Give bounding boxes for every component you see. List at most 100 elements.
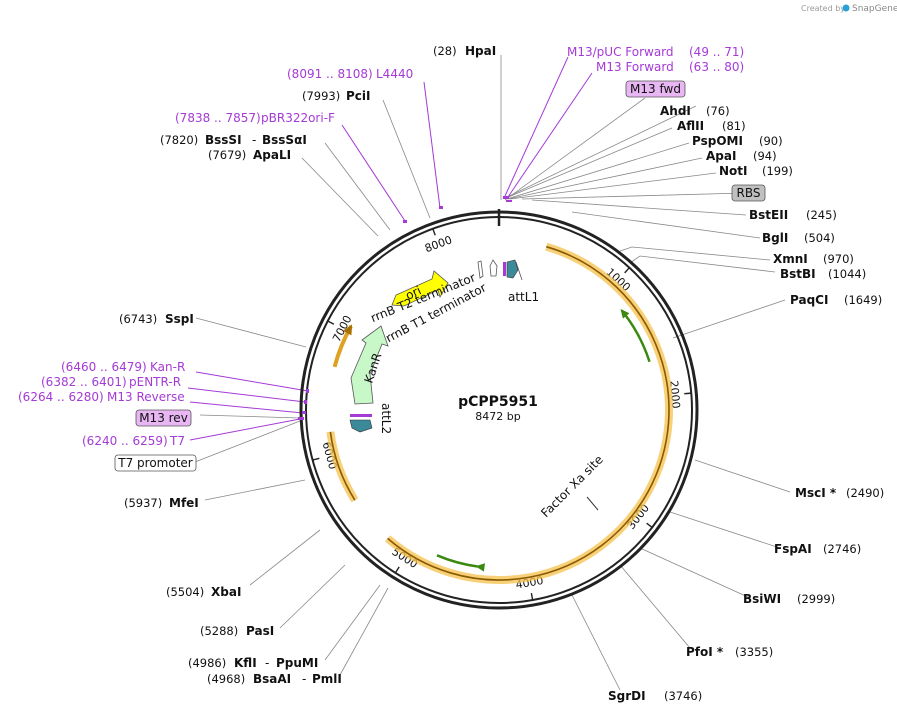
t7-pos: (6240 .. 6259) (82, 434, 168, 448)
credit-prefix: Created by (801, 4, 845, 13)
ruler-tick (327, 320, 335, 325)
m13-fwd-label: M13 fwd (630, 82, 681, 96)
msci-name[interactable]: MscI * (795, 486, 837, 500)
bstbi-name[interactable]: BstBI (780, 267, 816, 281)
t7-promoter-label: T7 promoter (117, 456, 193, 470)
bsssi-pos: (7820) (160, 133, 198, 147)
ruler-tick (646, 522, 653, 528)
kanr-feature: KanR (350, 325, 389, 405)
aflii-name[interactable]: AflII (677, 119, 704, 133)
ruler-tick (312, 457, 320, 461)
plasmid-name: pCPP5951 (458, 394, 538, 410)
ori-label: ori (403, 283, 423, 302)
bsaai-pos: (4968) (207, 672, 245, 686)
m13-rev-box[interactable]: M13 rev (135, 409, 192, 427)
bstbi-pos: (1044) (828, 267, 866, 281)
pbr322ori-f-pos: (7838 .. 7857) (175, 111, 261, 125)
pspomi-name[interactable]: PspOMI (692, 134, 743, 148)
noti-pos: (199) (762, 164, 793, 178)
m13-reverse-name[interactable]: M13 Reverse (107, 390, 185, 404)
pspomi-pos: (90) (759, 134, 783, 148)
t7-name[interactable]: T7 (169, 434, 185, 448)
bsaai-name[interactable]: BsaAI (253, 672, 291, 686)
label-leader-lines (194, 55, 791, 691)
factor-xa-label: Factor Xa site (538, 453, 606, 521)
kan-r-name[interactable]: Kan-R (150, 360, 185, 374)
paqci-name[interactable]: PaqCI (790, 293, 828, 307)
bsssai-name[interactable]: BssSαI (262, 133, 307, 147)
pfoi-name[interactable]: PfoI * (686, 645, 724, 659)
m13-forward-name[interactable]: M13 Forward (596, 60, 674, 74)
ruler-tick (530, 593, 534, 601)
plasmid-backbone (299, 209, 699, 610)
pcii-pos: (7993) (302, 89, 340, 103)
green-orf-arrows (332, 309, 651, 572)
pentr-r-name[interactable]: pENTR-R (129, 375, 181, 389)
sspi-pos: (6743) (119, 312, 157, 326)
l4440-name[interactable]: L4440 (376, 67, 413, 81)
bsiwi-pos: (2999) (797, 592, 835, 606)
pasi-pos: (5288) (200, 624, 238, 638)
primer-site-marks (298, 196, 512, 420)
m13-rev-label: M13 rev (139, 411, 188, 425)
sgrdi-name[interactable]: SgrDI (608, 689, 646, 703)
apali-pos: (7679) (208, 148, 246, 162)
mfei-name[interactable]: MfeI (169, 496, 199, 510)
plasmid-size: 8472 bp (475, 410, 520, 423)
mfei-pos: (5937) (124, 496, 162, 510)
credit-brand: SnapGene (852, 4, 897, 14)
bsteii-name[interactable]: BstEII (749, 208, 788, 222)
apai-pos: (94) (753, 149, 777, 163)
pmli-name[interactable]: PmlI (312, 672, 342, 686)
attl2-feature: attL2 (349, 403, 393, 434)
pcii-name[interactable]: PciI (346, 89, 371, 103)
apai-name[interactable]: ApaI (706, 149, 736, 163)
apali-name[interactable]: ApaLI (253, 148, 291, 162)
primer-leader-lines (187, 56, 593, 441)
ruler-tick (432, 228, 436, 236)
kfli-dash: - (265, 656, 269, 670)
xbai-pos: (5504) (166, 585, 204, 599)
bsaai-dash: - (302, 672, 306, 686)
ahdi-pos: (76) (706, 104, 730, 118)
kfli-pos: (4986) (188, 656, 226, 670)
m13-fwd-box[interactable]: M13 fwd (625, 80, 686, 98)
pentr-r-pos: (6382 .. 6401) (41, 375, 127, 389)
ori-feature: ori (391, 270, 449, 307)
snapgene-logo-icon (842, 4, 850, 12)
ruler-tick (394, 566, 400, 574)
xbai-name[interactable]: XbaI (211, 585, 241, 599)
aflii-pos: (81) (722, 119, 746, 133)
fspai-name[interactable]: FspAI (774, 542, 812, 556)
fspai-pos: (2746) (823, 542, 861, 556)
noti-name[interactable]: NotI (719, 164, 748, 178)
kan-r-pos: (6460 .. 6479) (61, 360, 147, 374)
factor-xa-site: Factor Xa site (538, 453, 606, 521)
terminator-features: rrnB T2 terminator rrnB T1 terminator (369, 259, 523, 345)
m13-puc-forward-name[interactable]: M13/pUC Forward (567, 45, 674, 59)
ruler-tick (624, 267, 630, 274)
paqci-pos: (1649) (844, 293, 882, 307)
bgli-pos: (504) (804, 231, 835, 245)
xmni-name[interactable]: XmnI (773, 252, 808, 266)
pbr322ori-f-name[interactable]: pBR322ori-F (261, 111, 335, 125)
bgli-name[interactable]: BglI (762, 231, 788, 245)
bsiwi-name[interactable]: BsiWI (743, 592, 781, 606)
bsssi-name[interactable]: BssSI (205, 133, 242, 147)
kfli-name[interactable]: KflI (234, 656, 257, 670)
bsteii-pos: (245) (806, 208, 837, 222)
sspi-name[interactable]: SspI (165, 312, 194, 326)
ahdi-name[interactable]: AhdI (660, 104, 691, 118)
rbs-box[interactable]: RBS (731, 184, 766, 202)
hpai-pos: (28) (433, 44, 457, 58)
ppumi-name[interactable]: PpuMI (276, 656, 318, 670)
attl2-label: attL2 (379, 403, 393, 434)
hpai-name[interactable]: HpaI (465, 44, 496, 58)
pfoi-pos: (3355) (735, 645, 773, 659)
l4440-pos: (8091 .. 8108) (287, 67, 373, 81)
ruler-tick (684, 392, 692, 395)
t7-promoter-box[interactable]: T7 promoter (114, 454, 197, 472)
ruler-label-8000: 8000 (423, 233, 454, 255)
pasi-name[interactable]: PasI (246, 624, 274, 638)
